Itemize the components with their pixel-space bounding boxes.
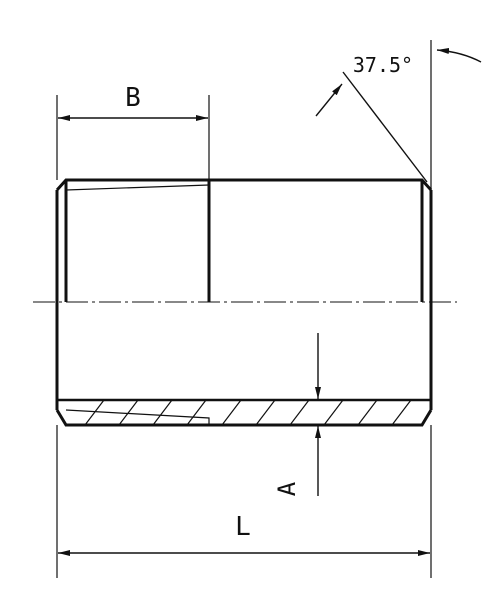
angle-arrow-left	[315, 83, 343, 117]
chamfer-angle-leader	[342, 71, 428, 183]
top-outline	[55, 178, 433, 192]
bottom-outline	[55, 409, 433, 427]
angle-arrow-right	[436, 47, 482, 63]
label-l: L	[235, 512, 251, 542]
fitting-body	[55, 178, 433, 427]
label-a: A	[273, 481, 301, 496]
label-b: B	[125, 83, 141, 113]
dimension-l	[56, 425, 432, 578]
dimension-b	[56, 95, 210, 180]
thread-root-bottom	[65, 409, 210, 425]
label-angle: 37.5°	[353, 53, 413, 77]
section-hatching	[84, 399, 412, 426]
dimension-angle	[315, 40, 482, 190]
thread-root-top	[65, 184, 210, 191]
